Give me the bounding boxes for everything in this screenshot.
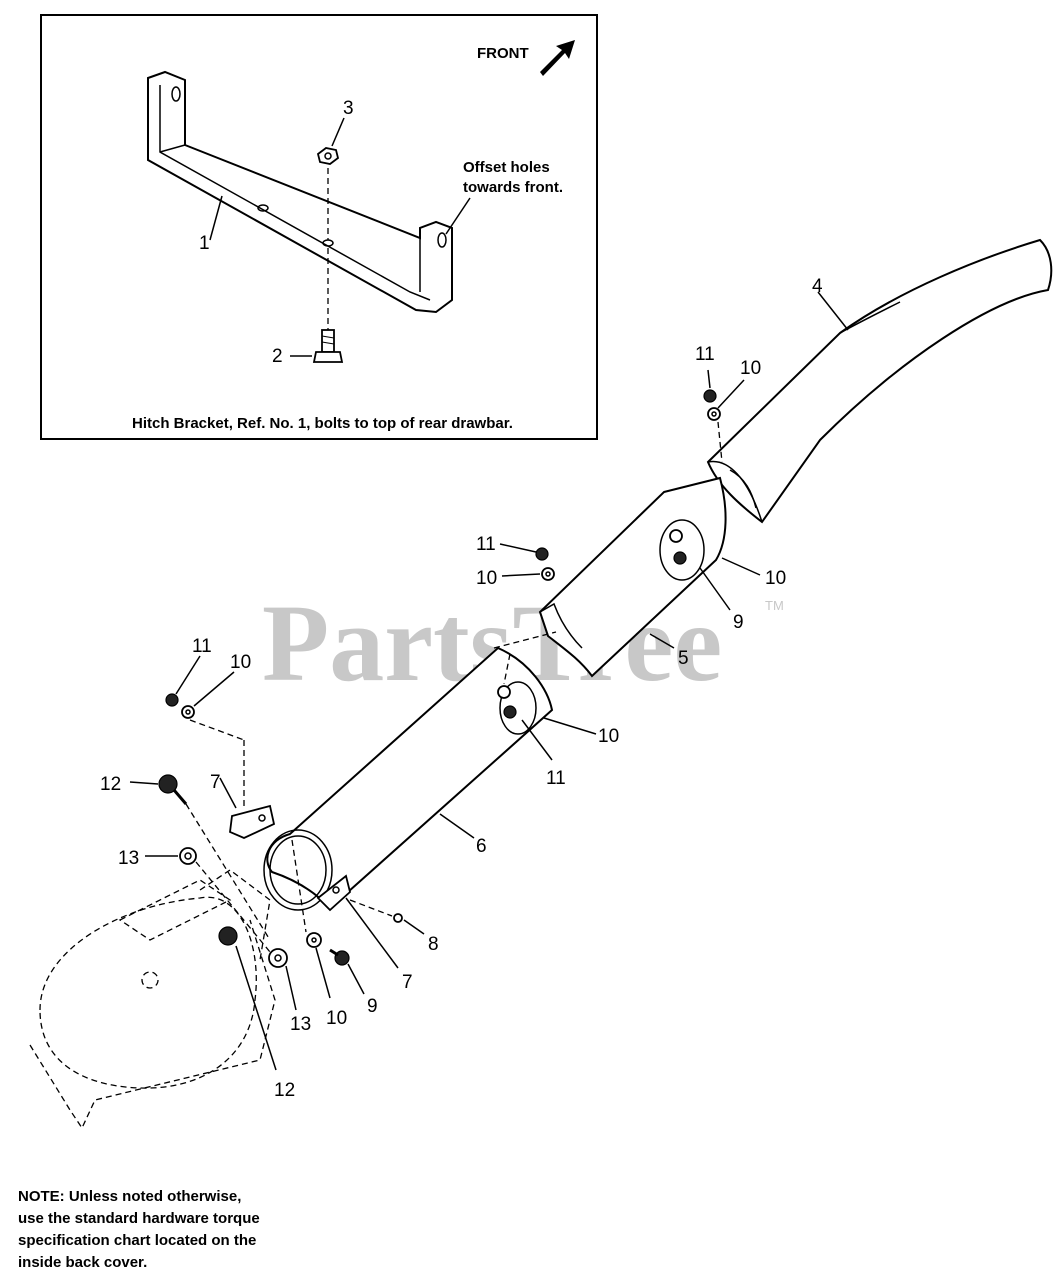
chute-lower-part-6 [263, 646, 554, 911]
callout-12-a: 12 [100, 774, 121, 795]
callout-10-e: 10 [598, 726, 619, 747]
inset-caption: Hitch Bracket, Ref. No. 1, bolts to top … [132, 415, 513, 432]
callout-9-b: 9 [367, 996, 378, 1017]
nut-13-a [179, 847, 197, 865]
washer-10-a [707, 407, 721, 421]
nut-11-a [703, 389, 717, 403]
callout-3: 3 [343, 98, 354, 119]
callout-10-d: 10 [230, 652, 251, 673]
torque-note-line-4: inside back cover. [18, 1254, 148, 1271]
chute-middle-part-5 [538, 476, 727, 678]
hitch-bracket [147, 70, 453, 314]
callout-5: 5 [678, 648, 689, 669]
torque-note-line-3: specification chart located on the [18, 1232, 257, 1249]
nut-13-b [268, 948, 288, 968]
callout-10-f: 10 [326, 1008, 347, 1029]
torque-note: NOTE: Unless noted otherwise, use the st… [18, 1186, 338, 1274]
torque-note-line-1: NOTE: Unless noted otherwise, [18, 1188, 242, 1205]
bolt-9-b [329, 948, 350, 966]
trademark-mark: TM [765, 598, 784, 613]
front-arrow-icon [540, 40, 575, 76]
callout-13-a: 13 [118, 848, 139, 869]
offset-holes-note-2: towards front. [463, 179, 563, 196]
callout-6: 6 [476, 836, 487, 857]
bracket-part-7-lower [316, 874, 352, 912]
callout-12-b: 12 [274, 1080, 295, 1101]
callout-13-b: 13 [290, 1014, 311, 1035]
washer-10-f [306, 932, 322, 948]
nut-11-b [535, 547, 549, 561]
bolt-12-b [218, 926, 238, 946]
nut-11-d [503, 705, 517, 719]
callout-9-a: 9 [733, 612, 744, 633]
nut-11-c [165, 693, 179, 707]
hitch-bracket-inset: FRONT [40, 14, 598, 440]
callout-10-a: 10 [740, 358, 761, 379]
callout-7-b: 7 [402, 972, 413, 993]
callout-11-b: 11 [476, 534, 496, 555]
bolt-12-a [158, 774, 188, 805]
callout-10-b: 10 [476, 568, 497, 589]
torque-note-line-2: use the standard hardware torque [18, 1210, 260, 1227]
callout-7-a: 7 [210, 772, 221, 793]
callout-4: 4 [812, 276, 823, 297]
callout-11-d: 11 [546, 768, 566, 789]
pin-8 [393, 913, 403, 923]
offset-holes-note: Offset holes [463, 159, 550, 176]
chute-top-part-4 [706, 238, 1053, 524]
bolt-part-2 [312, 329, 344, 363]
washer-10-c [669, 529, 683, 543]
front-label: FRONT [477, 45, 529, 62]
washer-10-d [181, 705, 195, 719]
blower-housing [29, 869, 276, 1130]
callout-8: 8 [428, 934, 439, 955]
nut-part-3 [316, 147, 340, 165]
callout-11-a: 11 [695, 344, 715, 365]
callout-2: 2 [272, 346, 283, 367]
bracket-part-7-upper [229, 804, 276, 839]
washer-10-e [497, 685, 511, 699]
callout-10-c: 10 [765, 568, 786, 589]
callout-1: 1 [199, 233, 210, 254]
bolt-9-a [673, 551, 687, 565]
callout-11-c: 11 [192, 636, 212, 657]
washer-10-b [541, 567, 555, 581]
